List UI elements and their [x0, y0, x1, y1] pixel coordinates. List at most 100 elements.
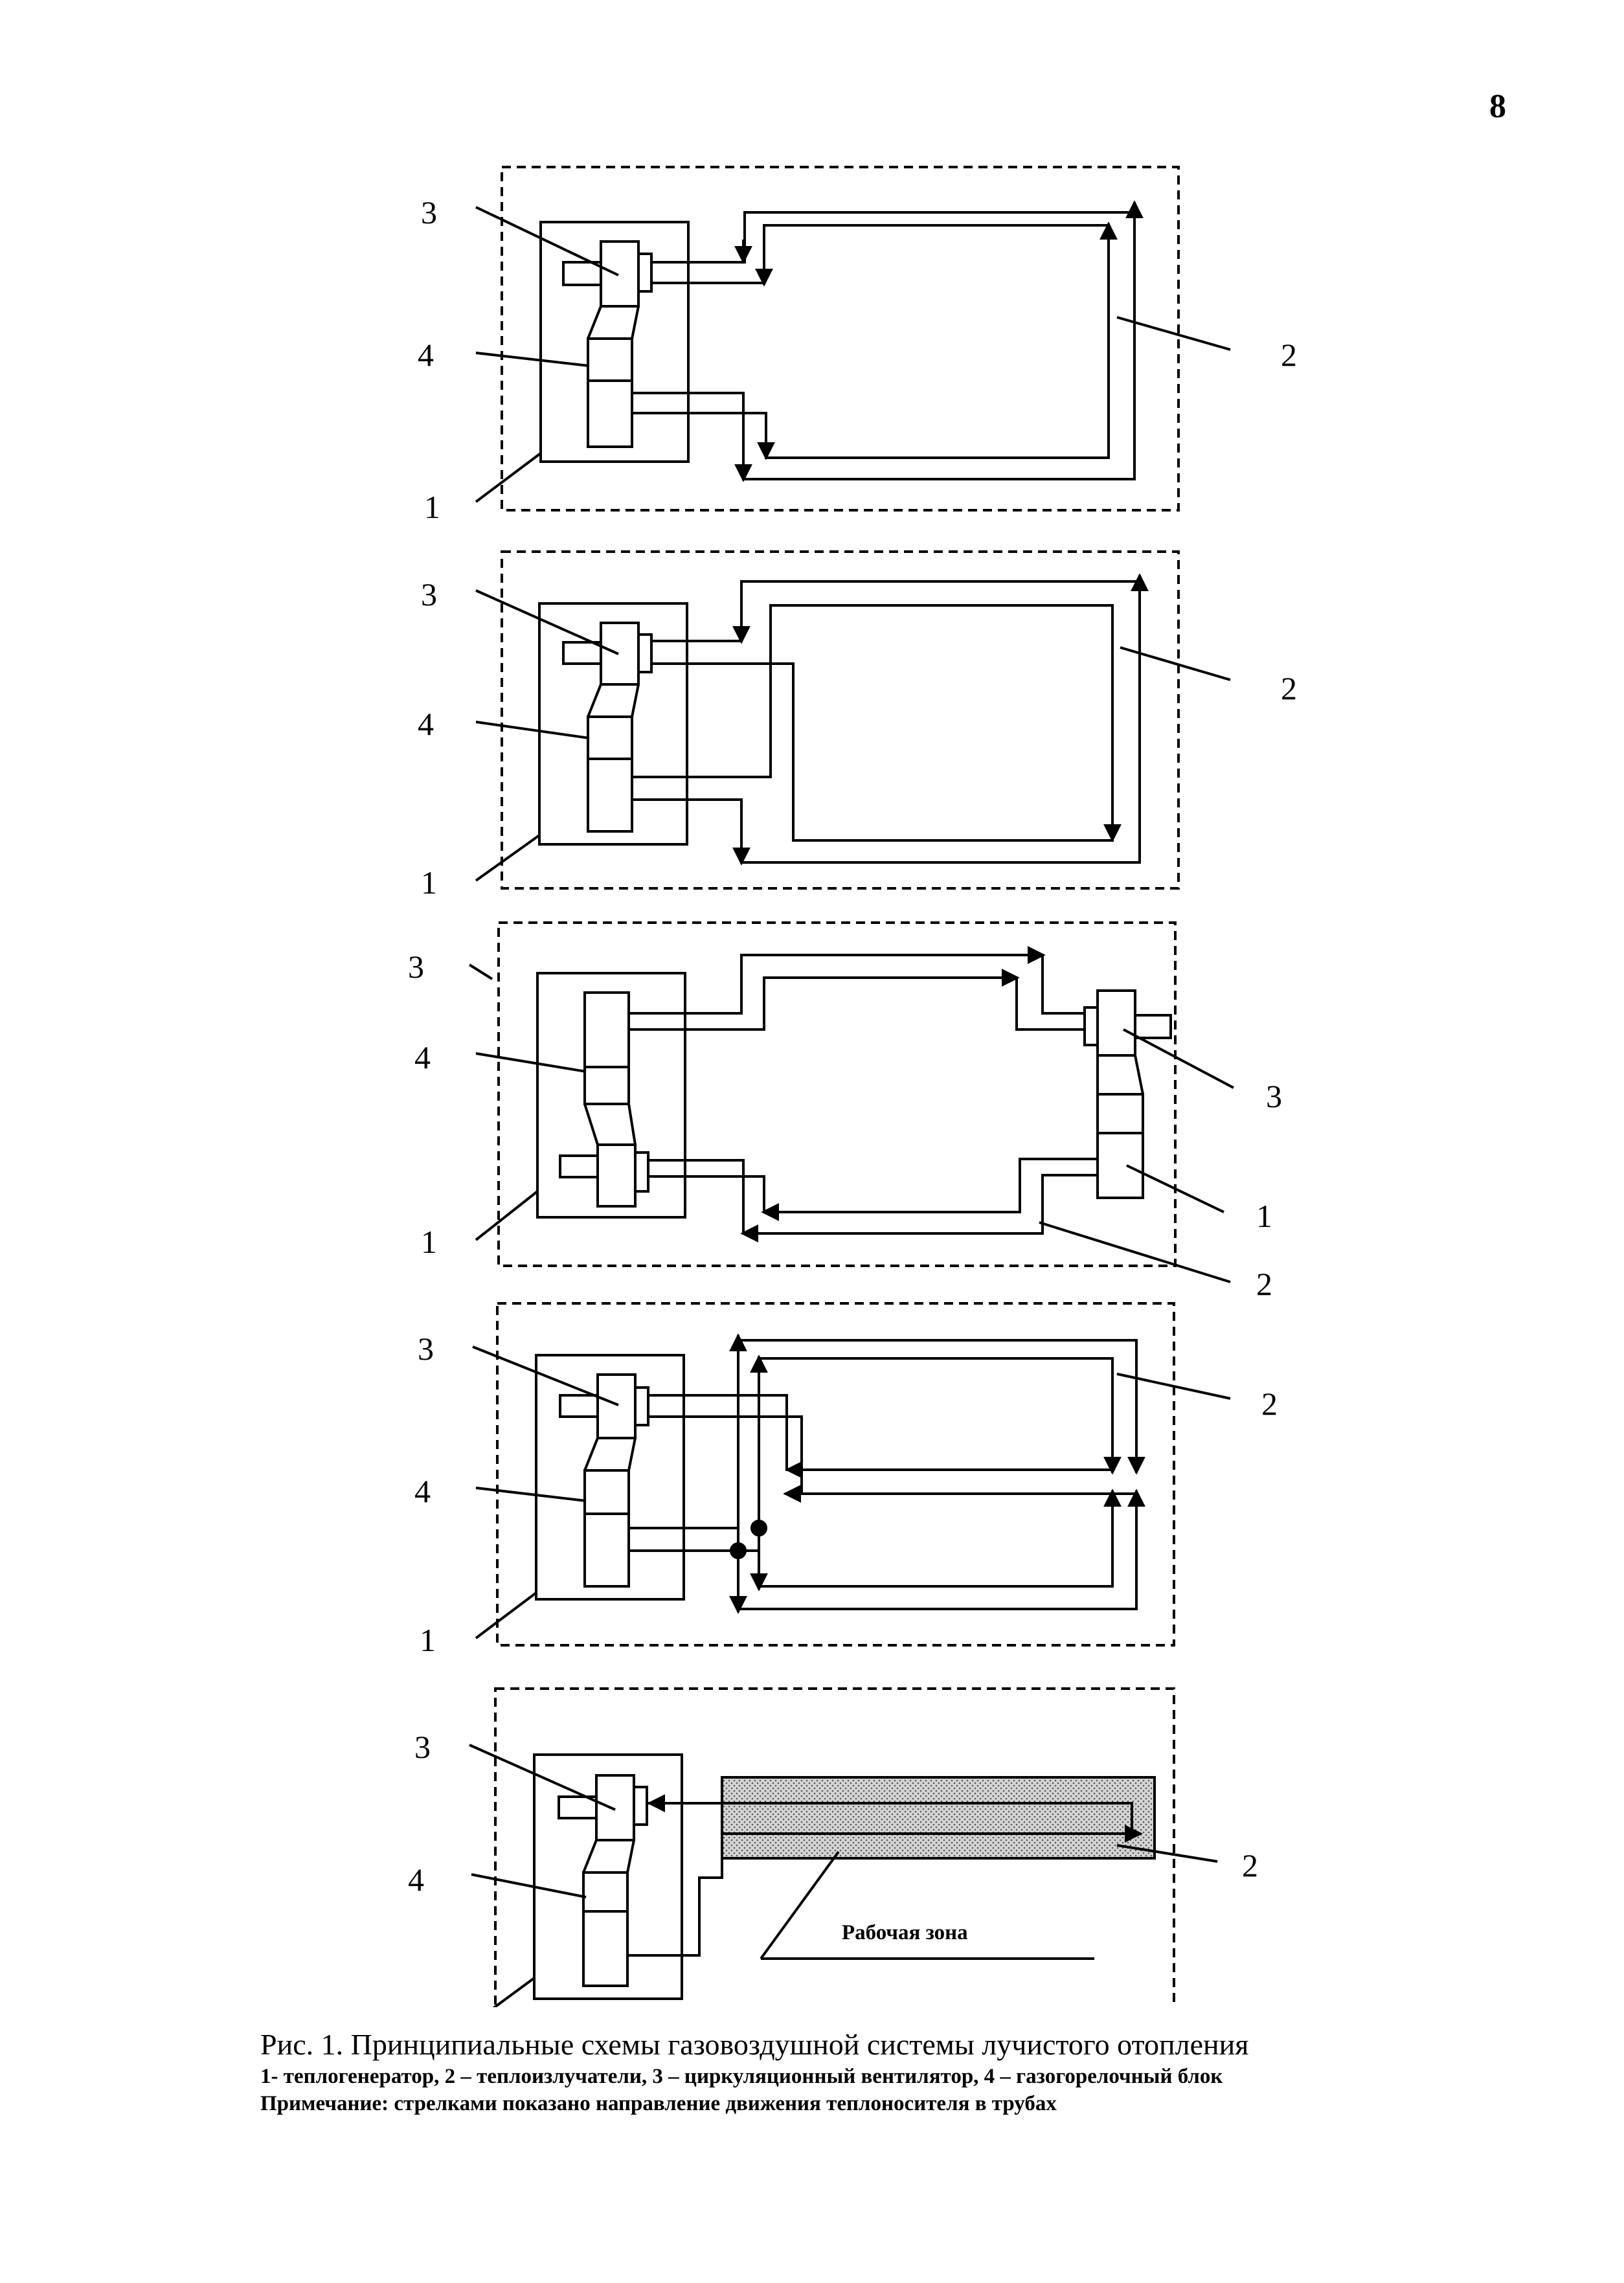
label-fan-right: 3	[1266, 1078, 1282, 1114]
fan-flange	[634, 1386, 649, 1426]
radiant-tube-loop	[627, 1802, 1133, 1957]
heat-generator-casing	[539, 221, 690, 463]
burner-unit	[587, 715, 633, 760]
burner-lower	[587, 758, 633, 833]
transition-duct-right	[1096, 1055, 1144, 1097]
fan-housing	[596, 1143, 637, 1208]
label-radiator-bottom: 2	[1256, 1266, 1272, 1302]
upper-return-pipe	[648, 1394, 1112, 1471]
burner-unit	[582, 1871, 629, 1913]
burner-unit	[583, 1469, 630, 1515]
lower-return-pipe	[648, 1415, 1136, 1495]
inner-supply-pipe	[632, 224, 1110, 459]
heat-generator-right	[1096, 1132, 1144, 1199]
bottom-inner-pipe	[648, 1158, 1098, 1213]
fan-inlet-pipe	[559, 1154, 599, 1178]
label-burner: 4	[414, 1473, 431, 1509]
label-fan: 3	[414, 1729, 431, 1765]
bottom-outer-pipe	[648, 1159, 1098, 1235]
burner-unit	[583, 1066, 630, 1105]
burner-unit-right	[1096, 1093, 1144, 1134]
leader-4	[471, 1873, 587, 1898]
fan-inlet-pipe	[562, 641, 602, 665]
label-heat-generator: 1	[424, 489, 440, 525]
label-burner: 4	[408, 1861, 424, 1898]
leader-3	[475, 589, 619, 655]
leader-1	[475, 834, 541, 882]
top-outer-pipe	[629, 954, 1085, 1015]
upper-inner-loop	[759, 1357, 1114, 1470]
transition-duct	[583, 1103, 637, 1145]
fan-housing-right	[1096, 989, 1136, 1057]
fan-inlet-pipe	[562, 261, 602, 286]
leader-2	[1116, 1373, 1231, 1400]
burner-lower	[583, 1513, 630, 1588]
caption-note: Примечание: стрелками показано направлен…	[260, 2092, 1057, 2115]
fan-housing	[600, 622, 640, 686]
leader-3	[469, 1744, 616, 1811]
radiant-tube-block	[721, 1776, 1156, 1860]
labels: 3 4 1 2 3 4 1 2 3 4 1 3 1 2 3 4 1 2 3 4 …	[408, 194, 1297, 1944]
fan-flange	[637, 253, 653, 293]
label-radiator: 2	[1281, 670, 1297, 706]
fan-inlet-pipe	[559, 1394, 599, 1418]
label-work-zone: Рабочая зона	[842, 1921, 968, 1944]
lower-inner-loop	[759, 1496, 1114, 1588]
room-boundary	[494, 1687, 1175, 2007]
label-heat-generator: 1	[421, 864, 437, 901]
top-inner-pipe	[629, 976, 1085, 1031]
leader-3	[468, 963, 493, 980]
label-heat-generator: 1	[420, 1622, 436, 1658]
label-radiator: 2	[1261, 1386, 1278, 1422]
room-boundary	[497, 921, 1177, 1267]
heat-generator-casing	[533, 1753, 683, 2000]
junction-node	[750, 1520, 767, 1536]
panel-5	[469, 1687, 1218, 2007]
label-burner: 4	[418, 706, 434, 742]
caption-title: Рис. 1. Принципиальные схемы газовоздушн…	[260, 2028, 1249, 2061]
panel-4	[472, 1302, 1231, 1647]
label-radiator: 2	[1281, 337, 1297, 373]
label-burner: 4	[418, 337, 434, 373]
leader-4	[475, 1052, 587, 1073]
panel-3	[468, 921, 1234, 1283]
leader-3-right	[1123, 1028, 1234, 1089]
label-radiator: 2	[1242, 1847, 1258, 1884]
burner-lower	[587, 379, 633, 448]
leader-1	[475, 1591, 537, 1639]
burner-lower	[582, 1910, 629, 1987]
fan-flange	[634, 1151, 649, 1193]
room-boundary	[501, 166, 1180, 512]
label-burner: 4	[414, 1039, 431, 1075]
leader-4	[475, 1487, 587, 1502]
leader-3	[472, 1345, 619, 1406]
fan-flange-right	[1083, 1006, 1099, 1046]
label-fan: 3	[421, 194, 437, 231]
fan-housing	[600, 240, 640, 308]
figure-caption: Рис. 1. Принципиальные схемы газовоздушн…	[260, 2027, 1491, 2117]
leader-4	[475, 352, 590, 367]
leader-2	[1116, 316, 1231, 351]
label-fan: 3	[418, 1331, 434, 1367]
panel-2	[475, 550, 1231, 890]
work-zone-leader	[760, 1850, 840, 1960]
lower-outer-loop	[738, 1496, 1138, 1610]
leader-4	[475, 721, 590, 739]
label-heat-generator-right: 1	[1256, 1198, 1272, 1234]
leader-2	[1120, 646, 1231, 681]
fan-housing	[595, 1774, 635, 1841]
page-number: 8	[1489, 88, 1506, 125]
burner-top	[583, 991, 630, 1068]
heat-generator-casing	[535, 1354, 685, 1601]
leader-1	[475, 452, 542, 503]
fan-inlet-right	[1134, 1014, 1172, 1039]
heat-generator-casing	[538, 602, 688, 846]
label-fan: 3	[408, 949, 424, 985]
junction-node	[730, 1542, 747, 1559]
panel-1	[475, 166, 1231, 512]
fan-housing	[596, 1373, 637, 1439]
fan-flange	[637, 633, 653, 673]
caption-legend: 1- теплогенератор, 2 – теплоизлучатели, …	[260, 2065, 1223, 2088]
leader-2	[1116, 1844, 1218, 1863]
room-boundary	[496, 1302, 1175, 1647]
